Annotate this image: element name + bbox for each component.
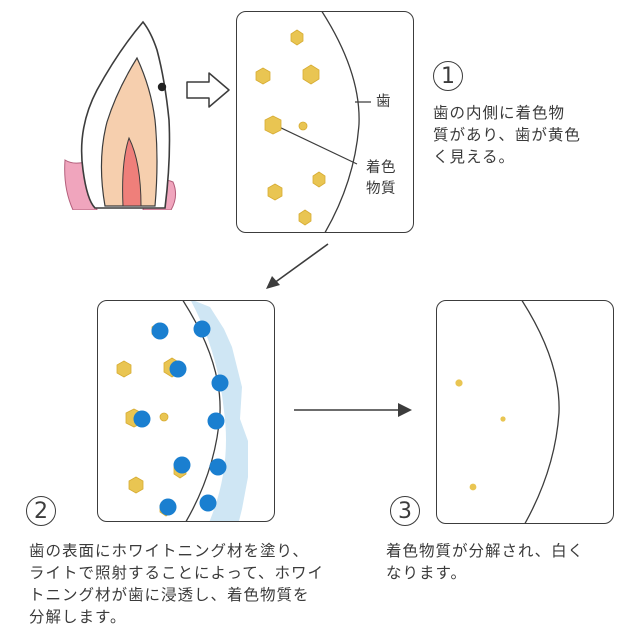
whitening-agent-particle: [151, 322, 169, 340]
stain-leader-line: [276, 125, 358, 165]
stain-particle: [500, 416, 506, 422]
tooth-boundary-line: [321, 12, 360, 232]
stain-particle: [267, 183, 283, 201]
step-2-number: 2: [26, 496, 56, 526]
step-1-caption-line: 歯の内側に着色物: [433, 104, 566, 122]
diagonal-arrow-icon: [266, 243, 329, 289]
panel-step-3: [436, 300, 614, 524]
whitening-agent-region: [191, 301, 248, 521]
stain-particle: [312, 171, 326, 188]
right-arrow-icon: [294, 403, 412, 417]
whitening-agent-particle: [173, 456, 191, 474]
hollow-arrow-icon: [186, 72, 230, 108]
step-2-caption-line: 分解します。: [29, 608, 127, 626]
tooth-label: 歯: [376, 94, 391, 110]
whitening-agent-particle: [211, 374, 229, 392]
step-2-caption-line: ライトで照射することによって、ホワイ: [29, 564, 324, 582]
stain-particle: [255, 67, 271, 85]
stain-particle: [298, 121, 308, 131]
panel-step-2: [97, 300, 275, 522]
panel-2-drawing: [116, 301, 248, 521]
pointer-dot: [157, 82, 167, 92]
whitening-agent-particle: [159, 498, 177, 516]
stain-particle: [469, 483, 477, 491]
stain-particle: [298, 209, 312, 226]
tooth-boundary-line: [521, 301, 560, 523]
step-3-number: 3: [390, 496, 420, 526]
whitening-agent-particle: [199, 494, 217, 512]
whitening-agent-particle: [207, 412, 225, 430]
whitening-agent-particle: [193, 320, 211, 338]
step-2-caption-line: 歯の表面にホワイトニング材を塗り、: [29, 542, 309, 560]
whitening-agent-particle: [209, 458, 227, 476]
step-1-caption-line: く見える。: [433, 148, 516, 166]
step-1-number: 1: [433, 61, 463, 91]
panel-1-drawing: [255, 12, 371, 232]
step-2-caption: 歯の表面にホワイトニング材を塗り、 ライトで照射することによって、ホワイ トニン…: [29, 540, 359, 628]
pulp: [122, 136, 142, 207]
step-3-caption-line: 着色物質が分解され、白く: [386, 542, 585, 560]
step-3-caption: 着色物質が分解され、白く なります。: [386, 540, 616, 584]
stain-particle: [290, 29, 304, 46]
step-1-caption-line: 質があり、歯が黄色: [433, 126, 581, 144]
whitening-agent-particle: [133, 410, 151, 428]
stain-particle: [264, 115, 282, 135]
stain-particle: [128, 476, 144, 494]
tooth-illustration: [64, 20, 177, 210]
stain-particle: [302, 64, 320, 85]
stain-particle: [159, 412, 169, 422]
panel-3-drawing: [455, 301, 560, 523]
step-1-caption: 歯の内側に着色物 質があり、歯が黄色 く見える。: [433, 102, 613, 168]
step-3-caption-line: なります。: [386, 564, 467, 582]
stain-particle: [116, 360, 132, 378]
step-2-caption-line: トニング材が歯に浸透し、着色物質を: [29, 586, 310, 604]
panel-step-1: [236, 11, 414, 233]
stain-particle: [455, 379, 463, 387]
stain-label-line2: 物質: [366, 181, 396, 197]
stain-label-line1: 着色: [366, 160, 396, 176]
whitening-agent-particle: [169, 360, 187, 378]
